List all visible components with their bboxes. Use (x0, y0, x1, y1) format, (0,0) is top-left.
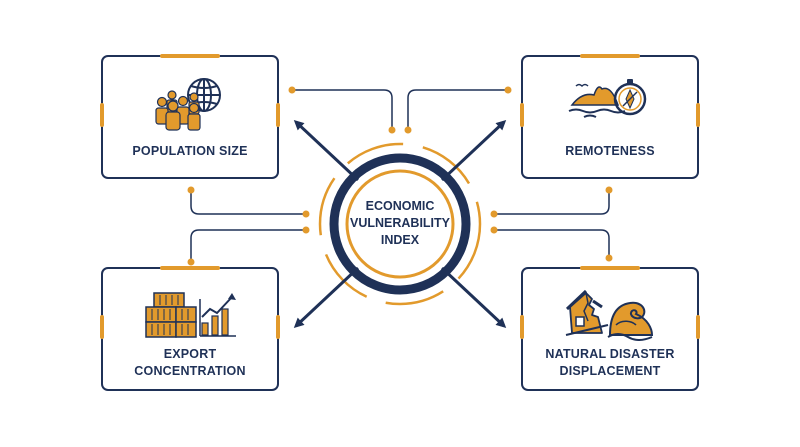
arrow-remoteness (440, 119, 507, 182)
connector-dots (187, 86, 613, 266)
hub-arrows (293, 119, 507, 329)
card-label: POPULATION SIZE (132, 144, 248, 158)
card-accent (520, 103, 524, 127)
card-accent (696, 103, 700, 127)
card-population-size: POPULATION SIZE (100, 54, 280, 179)
card-remoteness: REMOTENESS (520, 54, 700, 179)
card-accent (580, 54, 640, 58)
card-accent (160, 54, 220, 58)
hub-label-line: VULNERABILITY (350, 216, 450, 230)
card-accent (696, 315, 700, 339)
card-accent (276, 315, 280, 339)
card-label-line: DISPLACEMENT (559, 364, 661, 378)
card-accent (100, 103, 104, 127)
collapsed-house-wave-icon (565, 289, 654, 341)
containers-chart-icon (145, 292, 236, 338)
population-globe-icon (155, 78, 221, 131)
card-accent (580, 266, 640, 270)
island-compass-icon (568, 79, 647, 118)
card-accent (520, 315, 524, 339)
hub-label-line: INDEX (380, 233, 420, 247)
hub-rings (318, 142, 482, 306)
arrow-export (293, 266, 360, 329)
card-label-line: CONCENTRATION (134, 364, 246, 378)
card-export-concentration: EXPORT CONCENTRATION (100, 266, 280, 391)
arrow-population (293, 119, 360, 182)
arrow-disaster (440, 266, 507, 329)
card-accent (276, 103, 280, 127)
card-label-line: NATURAL DISASTER (545, 347, 675, 361)
card-label: REMOTENESS (565, 144, 655, 158)
card-accent (160, 266, 220, 270)
hub-label-line: ECONOMIC (365, 199, 435, 213)
connector-lines (190, 89, 610, 262)
card-accent (100, 315, 104, 339)
card-natural-disaster-displacement: NATURAL DISASTER DISPLACEMENT (520, 266, 700, 391)
card-label-group: NATURAL DISASTER DISPLACEMENT (523, 346, 697, 380)
card-label-line: EXPORT (163, 347, 217, 361)
hub-label: ECONOMIC VULNERABILITY INDEX (330, 198, 470, 249)
card-label-group: EXPORT CONCENTRATION (103, 346, 277, 380)
